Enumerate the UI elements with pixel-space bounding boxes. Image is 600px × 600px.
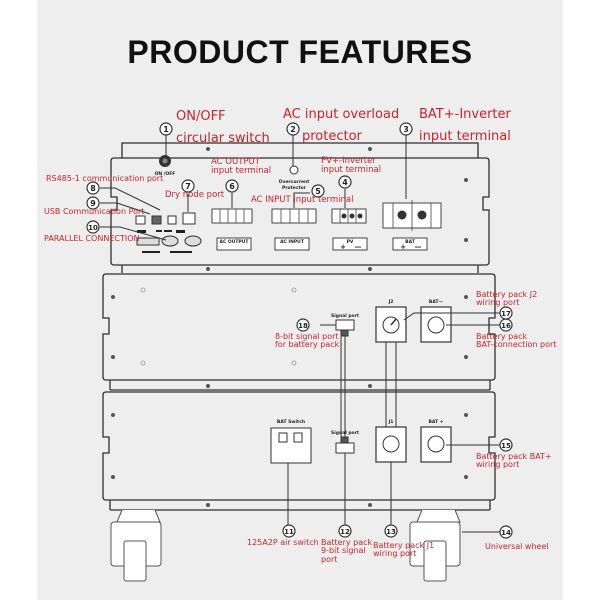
marking-bat-minus: BAT— (429, 299, 444, 305)
callout-num-6: 6 (229, 182, 235, 191)
label-10: PARALLEL CONNECTION (44, 234, 140, 243)
callout-num-7: 7 (185, 182, 191, 191)
marking-bat-switch: BAT Switch (277, 419, 305, 425)
callout-num-4: 4 (342, 178, 348, 187)
label-1: ON/OFF circular switch (176, 109, 270, 146)
callout-num-10: 10 (88, 224, 98, 232)
callout-num-2: 2 (290, 125, 296, 134)
screws (111, 147, 468, 507)
page-title: PRODUCT FEATURES (127, 34, 473, 70)
label-11: 125A2P air switch (247, 538, 319, 547)
marking-j1: J1 (388, 419, 394, 425)
marking-signal-port-upper: Signal port (331, 313, 360, 319)
bat-switch (270, 427, 312, 464)
label-4: PV+-Inverter input terminal (321, 156, 382, 175)
label-2: AC input overload protector (283, 107, 400, 144)
marking-bat-plus: BAT + (429, 419, 444, 425)
callout-num-16: 16 (501, 322, 511, 330)
callout-num-3: 3 (403, 125, 409, 134)
marking-on-off: ON /OFF (155, 171, 176, 177)
callout-num-13: 13 (386, 528, 396, 536)
callout-num-8: 8 (90, 184, 96, 193)
callout-num-18: 18 (298, 322, 308, 330)
signal-port-9bit (335, 442, 355, 454)
marking-pv-plus: + (340, 243, 346, 251)
callout-num-1: 1 (163, 125, 169, 134)
label-17: Battery pack J2 wiring port (476, 290, 538, 308)
signal-port-8bit (335, 319, 355, 331)
callout-num-5: 5 (315, 187, 321, 196)
callout-num-17: 17 (501, 310, 511, 318)
label-6: AC OUTPUT input terminal (211, 157, 272, 176)
marking-overcurrent-2: Protector (282, 185, 307, 191)
callout-num-12: 12 (340, 528, 350, 536)
marking-ac-output: AC OUTPUT (220, 239, 250, 245)
label-16: Battery pack BAT-connection port (476, 332, 557, 350)
marking-signal-port-lower: Signal port (331, 430, 360, 436)
pv-terminal (331, 208, 367, 224)
marking-pv: PV (347, 239, 354, 245)
battery-pack-lower (102, 391, 496, 501)
top-cover (121, 142, 479, 158)
callout-num-14: 14 (501, 529, 511, 537)
label-9: USB Communication Port (44, 207, 145, 216)
marking-bat-minus-sign: — (415, 243, 422, 251)
j1-port (375, 426, 407, 463)
callout-num-11: 11 (284, 528, 294, 536)
label-8: RS485-1 communication port (46, 174, 164, 183)
marking-pv-minus: — (355, 243, 362, 251)
universal-wheels (110, 509, 461, 582)
label-5: AC INPUT input terminal (251, 195, 354, 205)
battery-pack-upper (102, 273, 496, 381)
label-18: 8-bit signal port for battery pack (275, 332, 340, 350)
comm-ports (135, 212, 196, 225)
label-7: Dry node port (165, 190, 225, 200)
marking-j2: J2 (388, 299, 394, 305)
ac-output-terminal (211, 208, 253, 224)
label-15: Battery pack BAT+ wiring port (476, 452, 552, 470)
label-3: BAT+-Inverter input terminal (419, 107, 511, 144)
marking-ac-input: AC INPUT (280, 239, 305, 245)
marking-bat-plus-sign: + (400, 243, 406, 251)
callout-num-9: 9 (90, 199, 96, 208)
label-14: Universal wheel (485, 542, 549, 551)
label-13: Battery pack J1 wiring port (373, 541, 435, 559)
parallel-ports (136, 235, 202, 247)
ac-input-terminal (271, 208, 317, 224)
callout-markers (86, 122, 513, 539)
label-12: Battery pack 9-bit signal port (321, 538, 373, 564)
inverter-unit (110, 157, 490, 266)
callout-num-15: 15 (501, 442, 511, 450)
marking-bat: BAT (405, 239, 416, 245)
overload-protector (289, 165, 299, 175)
marking-overcurrent-1: Overcurrent (279, 179, 311, 185)
